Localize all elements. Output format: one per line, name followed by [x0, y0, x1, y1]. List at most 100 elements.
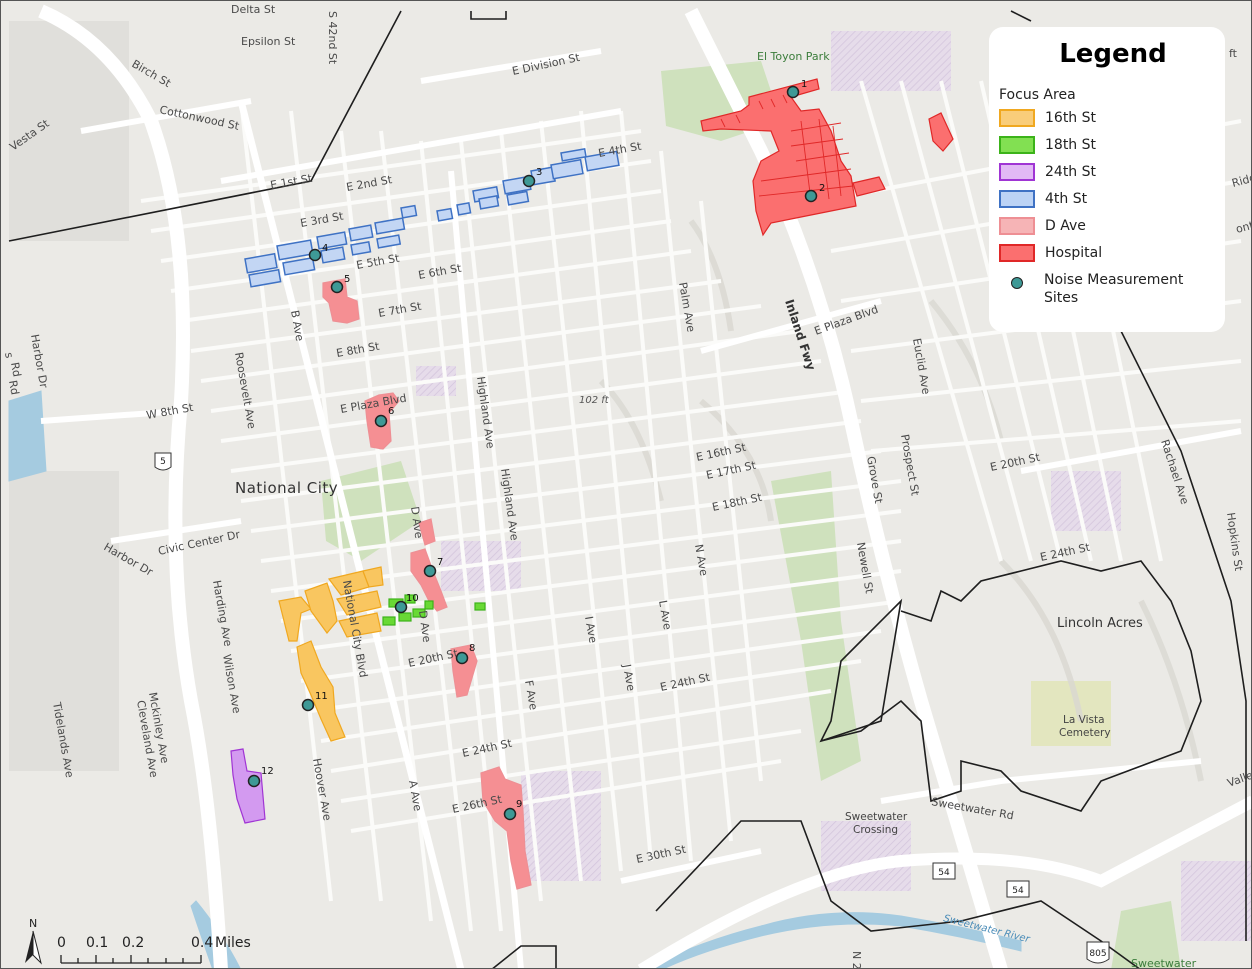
svg-text:ft: ft	[1229, 47, 1238, 60]
legend-item: 24th St	[999, 163, 1215, 190]
svg-text:Sweetwater: Sweetwater	[845, 811, 908, 823]
focus-area-18th-st[interactable]	[382, 594, 486, 626]
noise-site-8: 8	[455, 643, 475, 665]
place-national-city: National City	[235, 479, 338, 497]
scale-tick-1: 0.1	[86, 935, 108, 951]
noise-site-5: 5	[330, 274, 350, 294]
legend-item: 4th St	[999, 190, 1215, 217]
svg-text:5: 5	[344, 274, 350, 285]
svg-text:D Ave: D Ave	[416, 610, 433, 644]
legend-swatch	[999, 217, 1035, 235]
focus-area-16th-st[interactable]	[278, 566, 384, 742]
svg-text:I Ave: I Ave	[582, 615, 600, 644]
svg-text:N Ave: N Ave	[692, 543, 710, 577]
legend-item-label: 24th St	[1045, 164, 1097, 180]
legend-item: D Ave	[999, 217, 1215, 244]
svg-text:F Ave: F Ave	[522, 679, 540, 711]
noise-site-12: 12	[247, 766, 274, 788]
svg-text:805: 805	[1089, 949, 1106, 959]
legend-group-label: Focus Area	[999, 87, 1076, 103]
sr54-shield-b-icon: 54	[1006, 880, 1030, 898]
scale-tick-2: 0.2	[122, 935, 144, 951]
svg-text:Delta St: Delta St	[231, 3, 276, 16]
svg-text:3: 3	[536, 167, 542, 178]
svg-text:54: 54	[938, 868, 950, 878]
svg-text:Rd: Rd	[6, 379, 21, 396]
noise-site-dot-icon	[1011, 277, 1023, 289]
legend-item-noise-sites: Noise Measurement Sites	[999, 271, 1215, 307]
noise-site-10: 10	[394, 593, 419, 614]
svg-text:D Ave: D Ave	[408, 506, 425, 540]
north-arrow-icon: N	[25, 917, 42, 965]
svg-text:Epsilon St: Epsilon St	[241, 35, 296, 48]
legend-item: 16th St	[999, 109, 1215, 136]
scale-unit: Miles	[215, 935, 251, 951]
legend-swatch	[999, 163, 1035, 181]
svg-text:A Ave: A Ave	[406, 779, 424, 812]
focus-area-24th-st[interactable]	[230, 748, 266, 824]
legend-swatch	[999, 190, 1035, 208]
i805-shield-icon: 805	[1086, 941, 1110, 964]
svg-text:11: 11	[315, 691, 328, 702]
noise-site-11: 11	[301, 691, 328, 712]
noise-site-6: 6	[374, 406, 394, 428]
svg-text:Crossing: Crossing	[853, 824, 898, 836]
svg-text:Cemetery: Cemetery	[1059, 727, 1111, 739]
svg-text:12: 12	[261, 766, 274, 777]
svg-text:102 ft: 102 ft	[579, 395, 610, 406]
noise-measurement-sites[interactable]: 1 2 3 4 5 6 7 8 9 10 11 12	[247, 79, 826, 821]
noise-site-3: 3	[522, 167, 542, 188]
legend-item-label: Hospital	[1045, 245, 1103, 261]
place-lincoln-acres: Lincoln Acres	[1057, 616, 1143, 631]
noise-site-9: 9	[503, 799, 522, 821]
parks	[321, 61, 1181, 968]
svg-text:5: 5	[160, 457, 166, 467]
legend-item-label: 16th St	[1045, 110, 1097, 126]
svg-text:J Ave: J Ave	[620, 662, 638, 692]
focus-area-4th-st[interactable]	[244, 147, 620, 288]
legend-item: 18th St	[999, 136, 1215, 163]
legend-item: Hospital	[999, 244, 1215, 271]
map-legend: Legend Focus Area 16th St 18th St 24th St 4…	[989, 27, 1225, 332]
svg-text:10: 10	[406, 593, 419, 604]
legend-swatch	[999, 109, 1035, 127]
svg-text:El Toyon Park: El Toyon Park	[757, 50, 830, 63]
scale-bar: N 0 0.1 0.2 0.4 Miles	[25, 917, 251, 965]
svg-text:8: 8	[469, 643, 475, 654]
city-boundaries	[8, 10, 1247, 968]
svg-text:N: N	[29, 917, 37, 930]
svg-text:54: 54	[1012, 886, 1024, 896]
noise-site-4: 4	[308, 243, 328, 262]
legend-label-noise-sites: Noise Measurement Sites	[1044, 272, 1184, 306]
noise-site-1: 1	[786, 79, 807, 99]
svg-text:Rd: Rd	[8, 361, 23, 378]
sr54-shield-a-icon: 54	[932, 862, 956, 880]
svg-text:S 42nd St: S 42nd St	[326, 11, 339, 65]
svg-text:La Vista: La Vista	[1063, 714, 1105, 726]
svg-text:1: 1	[801, 79, 807, 90]
svg-text:Sweetwater: Sweetwater	[1131, 957, 1197, 969]
svg-text:9: 9	[516, 799, 522, 810]
noise-site-2: 2	[804, 183, 825, 203]
legend-swatch	[999, 244, 1035, 262]
noise-site-7: 7	[423, 557, 443, 578]
svg-text:s: s	[2, 351, 16, 359]
scale-tick-0: 0	[57, 935, 66, 951]
svg-text:L Ave: L Ave	[656, 599, 674, 631]
legend-swatch	[999, 136, 1035, 154]
legend-item-label: D Ave	[1045, 218, 1086, 234]
legend-item-label: 18th St	[1045, 137, 1097, 153]
hospital-parcel-lines	[720, 94, 854, 202]
scale-tick-4: 0.4	[191, 935, 213, 951]
svg-text:4: 4	[322, 243, 328, 254]
svg-text:N 2: N 2	[850, 951, 863, 969]
i5-shield-icon: 5	[154, 452, 172, 471]
svg-text:2: 2	[819, 183, 825, 194]
svg-text:6: 6	[388, 406, 394, 417]
legend-item-label: 4th St	[1045, 191, 1088, 207]
legend-title: Legend	[1059, 39, 1167, 69]
svg-text:B Ave: B Ave	[288, 309, 306, 342]
svg-text:7: 7	[437, 557, 443, 568]
